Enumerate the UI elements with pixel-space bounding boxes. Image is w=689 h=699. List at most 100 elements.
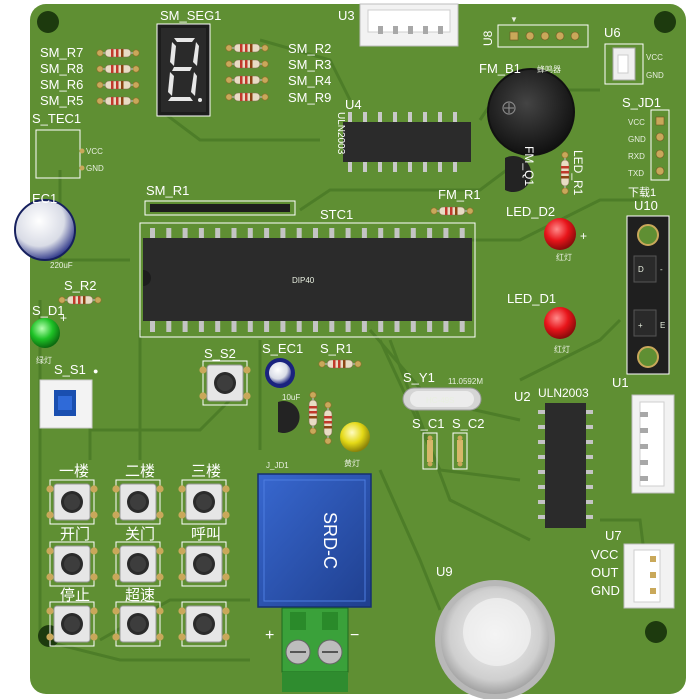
label-uln2003-u4: ULN2003 (335, 112, 346, 155)
svg-text:红灯: 红灯 (556, 252, 572, 262)
svg-text:+: + (60, 311, 67, 325)
header-u8: ▼ (497, 15, 589, 48)
label-call: 呼叫 (191, 526, 221, 543)
label-cap-220: 220uF (50, 261, 73, 270)
capacitor-s-c1 (422, 432, 438, 470)
label-u6: U6 (604, 25, 621, 40)
mounting-hole-tr (654, 11, 676, 33)
button-s-s2[interactable] (198, 360, 252, 406)
label-u8: U8 (481, 30, 495, 46)
header-s-jd1 (650, 109, 670, 181)
button-floor-3[interactable] (177, 479, 231, 525)
label-tec-gnd: GND (86, 164, 104, 173)
label-sm-r2: SM_R2 (288, 41, 331, 56)
label-fm-b1: FM_B1 (479, 61, 521, 76)
led-s-d1: + 绿灯 (30, 311, 67, 365)
relay-srd-c: J_JD1 (257, 461, 372, 608)
label-jd-txd: TXD (628, 169, 644, 178)
ic-u2 (538, 403, 593, 528)
label-s-r1: S_R1 (320, 341, 353, 356)
mcu-pins (150, 228, 465, 332)
label-u1: U1 (612, 375, 629, 390)
label-led-d1: LED_D1 (507, 291, 556, 306)
svg-text:▼: ▼ (510, 15, 518, 24)
label-u9: U9 (436, 564, 453, 579)
button-call[interactable] (177, 541, 231, 587)
connector-u1 (631, 394, 675, 494)
svg-text:10uF: 10uF (282, 393, 300, 402)
label-jd-rxd: RXD (628, 152, 645, 161)
capacitor-ec1 (14, 199, 76, 261)
label-led-r1: LED_R1 (571, 150, 585, 196)
label-buzzer-cn: 蜂鸣器 (537, 64, 561, 74)
svg-text:-: - (660, 265, 663, 274)
button-floor-1[interactable] (45, 479, 99, 525)
label-s-s2: S_S2 (204, 346, 236, 361)
switch-s-s1[interactable]: ● (39, 366, 98, 429)
label-u10: U10 (634, 198, 658, 213)
label-sm-r7: SM_R7 (40, 45, 83, 60)
label-sm-r9: SM_R9 (288, 90, 331, 105)
label-dip40: DIP40 (292, 276, 315, 285)
label-hc49s: HC-49S (426, 396, 454, 405)
svg-text:●: ● (93, 366, 98, 376)
mounting-hole-br (645, 621, 667, 643)
svg-text:D: D (638, 265, 644, 274)
label-sm-r6: SM_R6 (40, 77, 83, 92)
module-s-tec1 (35, 129, 85, 179)
button-overspeed[interactable] (111, 601, 165, 647)
label-s-y1: S_Y1 (403, 370, 435, 385)
capacitor-s-c2 (452, 432, 468, 470)
mounting-hole-tl (37, 11, 59, 33)
label-open-door: 开门 (60, 526, 90, 543)
label-stop: 停止 (60, 587, 90, 604)
svg-text:VCC: VCC (646, 53, 663, 62)
label-sm-r1: SM_R1 (146, 183, 189, 198)
label-u7: U7 (605, 528, 622, 543)
svg-text:J_JD1: J_JD1 (266, 461, 289, 470)
label-crystal-freq: 11.0592M (448, 377, 483, 386)
connector-u6: VCC GND (604, 43, 664, 85)
motor-u9 (435, 580, 555, 699)
label-s-c2: S_C2 (452, 416, 485, 431)
label-u2: U2 (514, 389, 531, 404)
button-spare[interactable] (177, 601, 231, 647)
crystal-s-y1 (402, 387, 482, 411)
label-sm-r4: SM_R4 (288, 73, 331, 88)
ic-u4 (343, 112, 471, 172)
label-sm-r5: SM_R5 (40, 93, 83, 108)
label-u4: U4 (345, 97, 362, 112)
button-open-door[interactable] (45, 541, 99, 587)
label-uln2003-u2: ULN2003 (538, 386, 589, 400)
svg-text:黄灯: 黄灯 (344, 458, 360, 468)
svg-text:+: + (580, 229, 587, 243)
resistor-pack-sm-r1 (144, 200, 296, 216)
label-floor-3: 三楼 (191, 463, 221, 480)
label-u3: U3 (338, 8, 355, 23)
label-s-s1: S_S1 (54, 362, 86, 377)
label-u7-vcc: VCC (591, 547, 618, 562)
seven-segment-display (156, 23, 211, 117)
label-led-d2: LED_D2 (506, 204, 555, 219)
mcu-stc1 (139, 222, 476, 338)
button-stop[interactable] (45, 601, 99, 647)
label-u7-out: OUT (591, 565, 619, 580)
label-s-r2: S_R2 (64, 278, 97, 293)
led-d2: + 红灯 (544, 218, 587, 262)
svg-text:+: + (638, 321, 643, 330)
svg-text:E: E (660, 321, 665, 330)
label-srd-c: SRD-C (320, 512, 340, 569)
buzzer-fm-b1 (487, 68, 575, 156)
connector-u7 (623, 543, 675, 609)
label-stc1: STC1 (320, 207, 353, 222)
transistor-fm-q1 (505, 156, 532, 192)
label-terminal-minus: − (350, 627, 359, 644)
connector-u10: D + - E (626, 215, 670, 375)
button-floor-2[interactable] (111, 479, 165, 525)
button-close-door[interactable] (111, 541, 165, 587)
label-close-door: 关门 (125, 526, 155, 543)
transistor-s-q1 (278, 401, 300, 433)
label-jd-vcc: VCC (628, 118, 645, 127)
led-yellow: 黄灯 (340, 422, 370, 468)
